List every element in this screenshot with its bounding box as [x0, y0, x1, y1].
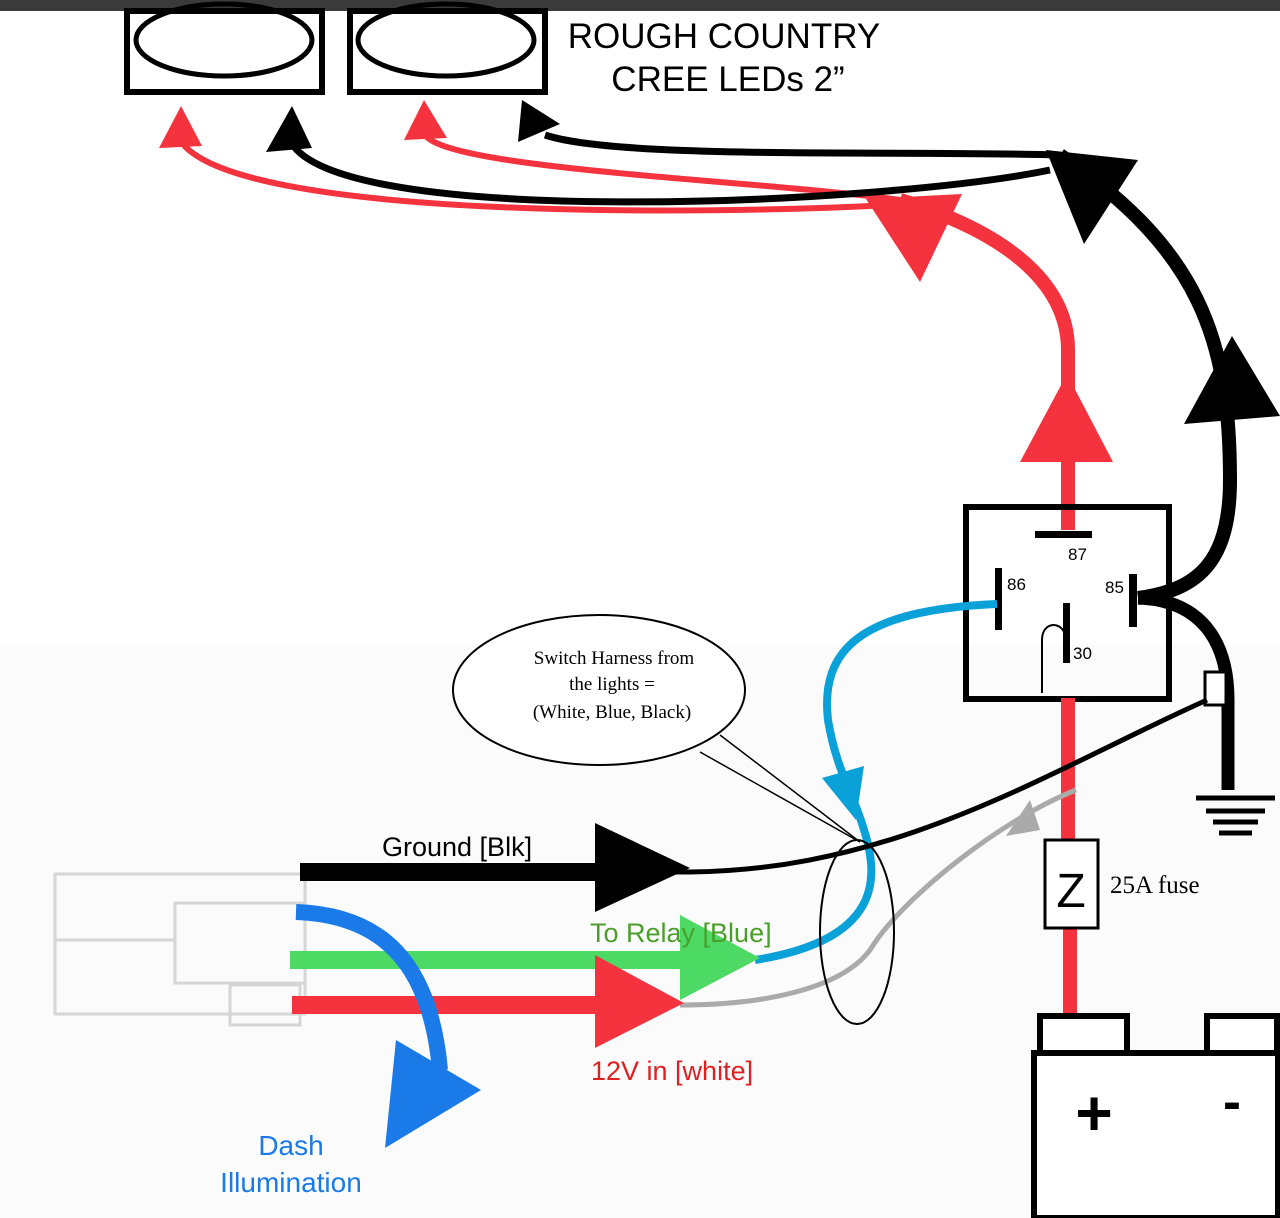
led-light-right [347, 1, 548, 95]
black-arrowhead-left [266, 106, 312, 152]
black-arrowhead-right [518, 100, 560, 142]
fuse-label: 25A fuse [1110, 872, 1200, 899]
ground-symbol [1196, 795, 1275, 836]
title-line-2: CREE LEDs 2” [611, 60, 844, 99]
green-arrowhead [680, 915, 760, 1000]
fuse [1043, 838, 1100, 930]
red-12v-arrowhead [595, 955, 684, 1048]
gray-arrowhead [1006, 800, 1040, 836]
12v-in-label: 12V in [white] [591, 1056, 753, 1086]
callout-bubble [452, 614, 861, 843]
battery-minus: - [1223, 1072, 1241, 1132]
relay-pin-87-label: 87 [1068, 545, 1087, 564]
black-wire-ground-harness [300, 697, 1209, 875]
red-arrowhead-left [159, 106, 202, 148]
red-arrowhead-right [404, 100, 447, 140]
dash-label-line-1: Dash [258, 1130, 323, 1161]
dash-label-line-2: Illumination [220, 1167, 362, 1198]
callout-line-2: the lights = [569, 674, 655, 695]
battery-plus: + [1075, 1077, 1112, 1149]
relay-pin-30-label: 30 [1073, 644, 1092, 663]
black-arrowhead-85 [1184, 336, 1280, 424]
fuse-symbol: Z [1056, 865, 1085, 918]
black-wire-led-right [543, 131, 1061, 159]
callout-line-3: (White, Blue, Black) [533, 702, 691, 723]
blue-wire-dash [295, 904, 448, 1071]
black-arrowhead-upper [1046, 150, 1138, 244]
gray-wire-12v [679, 787, 1077, 1008]
relay-pin-86-label: 86 [1007, 575, 1026, 594]
red-arrowhead-upper [866, 194, 962, 282]
harness-connector [53, 872, 307, 1027]
title-line-1: ROUGH COUNTRY [568, 17, 880, 56]
black-wire-led-left [286, 138, 1051, 206]
black-wire-relay-85 [1056, 149, 1238, 605]
relay-pin-85-label: 85 [1105, 578, 1124, 597]
callout-line-1: Switch Harness from [534, 648, 695, 669]
ground-label: Ground [Blk] [382, 832, 532, 862]
red-arrowhead-87 [1020, 374, 1113, 462]
blue-dash-arrowhead [385, 1040, 481, 1148]
red-wire-led-right [422, 132, 901, 203]
led-light-left [124, 1, 325, 95]
red-wire-led-left [177, 138, 891, 214]
to-relay-label: To Relay [Blue] [590, 918, 772, 948]
battery [1031, 1013, 1280, 1218]
top-bar [0, 0, 1280, 11]
ground-splice-box [1203, 670, 1228, 707]
black-wire-ground [1137, 591, 1235, 790]
cyan-arrowhead [822, 766, 864, 820]
black-ground-arrowhead [595, 823, 690, 912]
